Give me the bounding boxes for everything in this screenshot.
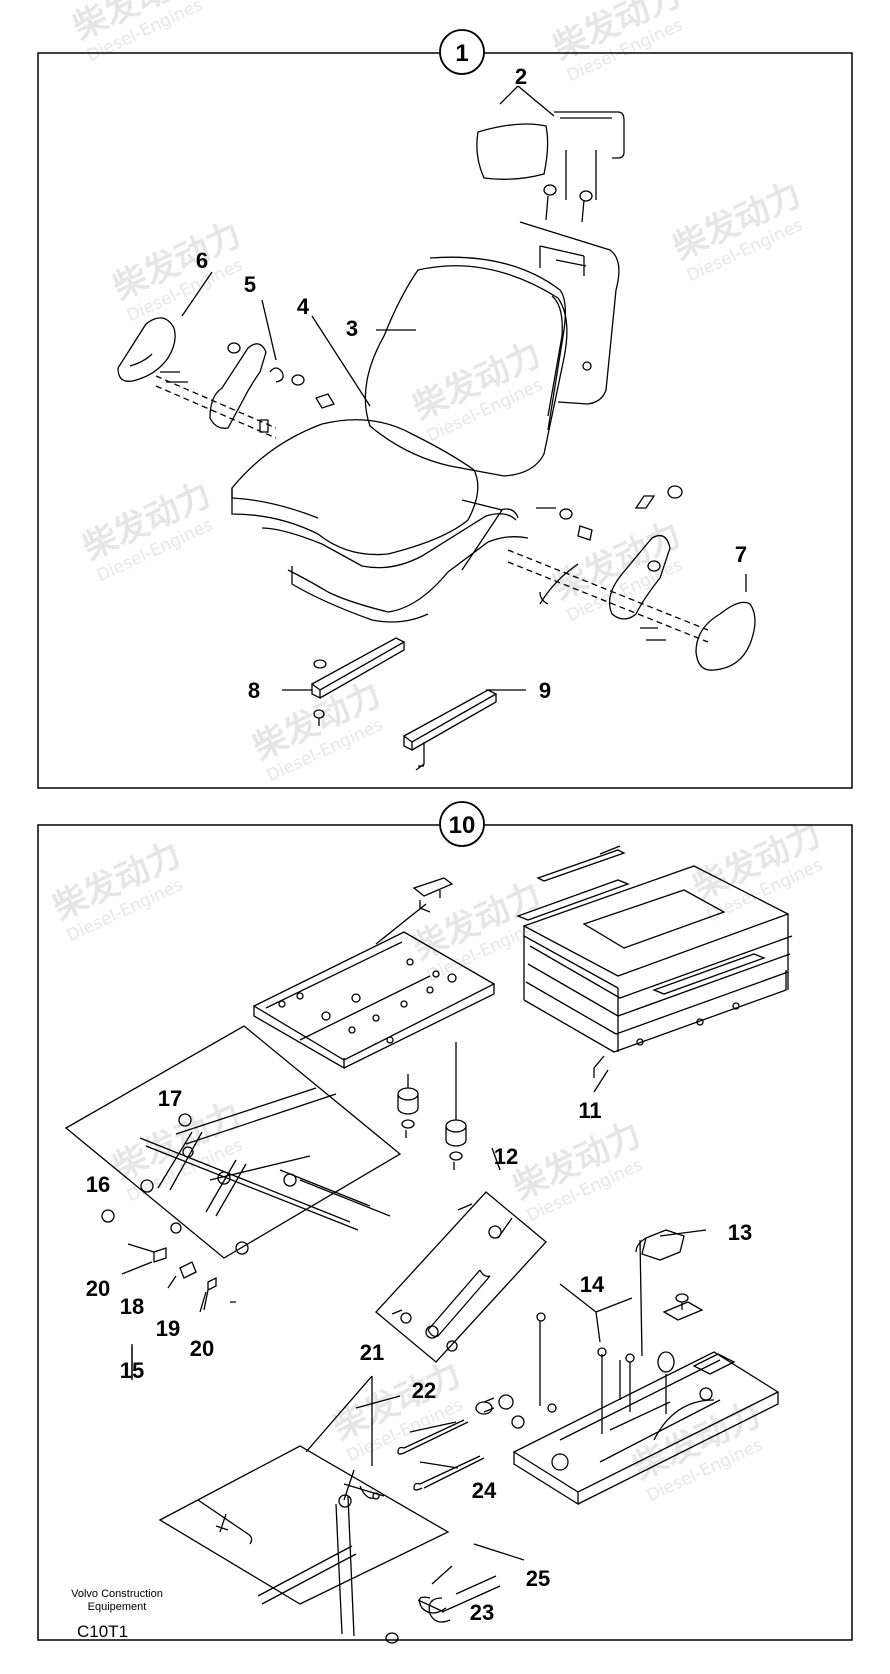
callout-1: 1	[455, 40, 468, 67]
part-label: 13	[728, 1220, 752, 1245]
part-label: 12	[494, 1144, 518, 1169]
part-label: 3	[346, 316, 358, 341]
bracket-right	[608, 534, 671, 620]
bracket-left	[209, 343, 267, 429]
leader-lines	[181, 85, 747, 691]
lever	[539, 563, 579, 605]
seat-frame	[261, 513, 529, 623]
bellows	[522, 865, 793, 1053]
leader-lines	[131, 1069, 707, 1613]
slide-rail-left	[310, 637, 406, 700]
seat-cushion	[231, 419, 479, 556]
backrest-cushion	[364, 265, 568, 477]
panel-suspension-assembly	[37, 801, 853, 1644]
bolts-right	[536, 485, 683, 641]
base-frame	[512, 1351, 780, 1506]
headrest-cushion	[476, 123, 549, 180]
part-label: 15	[120, 1358, 144, 1383]
rubber-feet	[397, 1042, 467, 1170]
part-label: 16	[86, 1172, 110, 1197]
slide-rail-right	[402, 689, 498, 771]
part-label: 22	[412, 1378, 436, 1403]
part-label: 14	[580, 1272, 605, 1297]
callout-10: 10	[449, 812, 476, 839]
part-label: 20	[86, 1276, 110, 1301]
scissor-box	[64, 1025, 402, 1259]
bolts-left	[160, 342, 335, 433]
linkage-rod	[197, 1499, 357, 1605]
part-label: 11	[578, 1098, 601, 1123]
part-label: 17	[158, 1086, 182, 1111]
scissor-mechanism	[139, 1087, 391, 1231]
part-label: 24	[472, 1478, 497, 1503]
part-label: 21	[360, 1340, 384, 1365]
part-label: 18	[120, 1294, 144, 1319]
part-label: 6	[196, 248, 208, 273]
part-label: 25	[526, 1566, 550, 1591]
panel-1-labels: 1 2 3 4 5 6 7 8 9	[196, 40, 747, 703]
plate-holes	[278, 958, 457, 1044]
gas-spring-box	[375, 1191, 547, 1363]
hook-spring	[418, 1575, 501, 1614]
panel-seat-assembly	[37, 29, 853, 789]
part-label: 8	[248, 678, 260, 703]
part-label: 20	[190, 1336, 214, 1361]
tension-springs	[403, 1419, 485, 1489]
callout-circle	[439, 801, 485, 847]
headrest-frame	[554, 111, 625, 200]
company-line-2: Equipement	[87, 1601, 147, 1613]
loop-handle	[428, 1597, 461, 1623]
backrest-frame	[519, 221, 620, 405]
panel-10-labels: 10 11 12 13 14 15 16 17 18 19 20 20 21 2…	[86, 812, 752, 1625]
seat-plate	[252, 931, 496, 1070]
company-line-1: Volvo Construction	[71, 1588, 163, 1600]
spring-box	[158, 1445, 450, 1605]
part-label: 2	[515, 64, 527, 89]
part-label: 5	[244, 272, 256, 297]
latch	[412, 877, 454, 913]
callout-circle	[439, 29, 485, 75]
armrest-left	[117, 317, 176, 382]
gas-spring	[427, 1217, 513, 1338]
headrest-pins	[543, 184, 593, 223]
knob	[657, 1351, 675, 1373]
company-name: Volvo Construction Equipement	[52, 1588, 182, 1614]
drawing-code: C10T1	[77, 1622, 129, 1641]
small-brackets	[153, 1247, 236, 1303]
armrest-right	[695, 601, 756, 671]
part-label: 19	[156, 1316, 180, 1341]
part-label: 7	[735, 542, 747, 567]
clip-plate	[662, 1293, 704, 1321]
rail-strips	[516, 845, 766, 995]
part-label: 23	[470, 1600, 494, 1625]
part-label: 9	[539, 678, 551, 703]
part-label: 4	[297, 294, 310, 319]
pad	[692, 1353, 736, 1375]
switch-top	[635, 1229, 685, 1261]
